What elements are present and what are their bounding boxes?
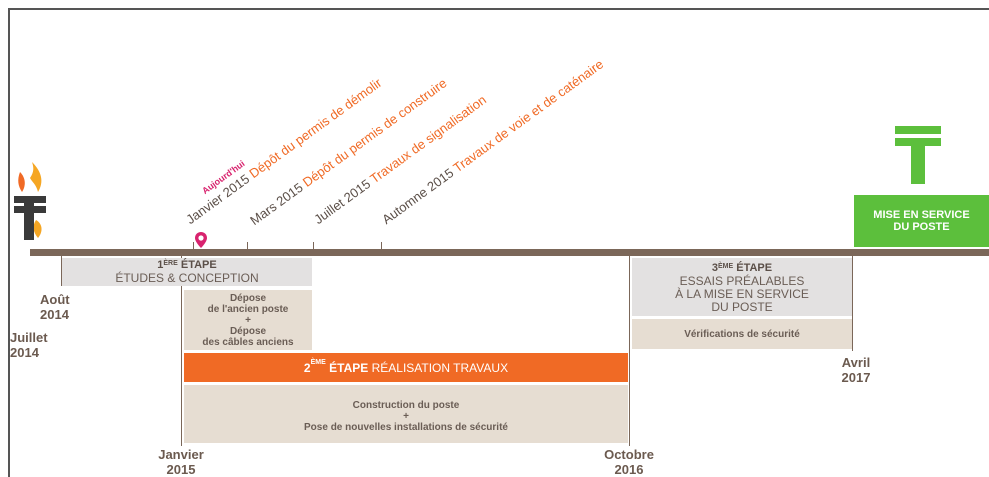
date-month: Janvier [158, 447, 204, 462]
construction-box: Construction du poste + Pose de nouvelle… [184, 385, 628, 443]
construction-line: Pose de nouvelles installations de sécur… [304, 422, 508, 433]
depose-line: Dépose [229, 293, 267, 304]
mise-en-service-line: MISE EN SERVICE [873, 209, 970, 221]
stage-1-subtitle: ÉTUDES & CONCEPTION [115, 271, 259, 285]
date-month: Août [40, 292, 70, 307]
stage-3-line: DU POSTE [711, 300, 773, 314]
milestone-event: Travaux de voie et de caténaire [450, 56, 607, 176]
verifications-label: Vérifications de sécurité [684, 329, 800, 340]
date-month: Octobre [604, 447, 654, 462]
milestone-event: Travaux de signalisation [367, 92, 489, 187]
date-month: Avril [841, 355, 871, 370]
date-year: 2015 [166, 462, 196, 477]
stage-1-title: 1ÈRE ÉTAPE [62, 259, 312, 272]
stage-3-line: À LA MISE EN SERVICE [675, 287, 809, 301]
timeline-axis [30, 249, 989, 256]
date-year: 2016 [614, 462, 644, 477]
construction-line: Construction du poste [352, 400, 460, 411]
timeline-tick [381, 242, 382, 250]
construction-plus: + [403, 411, 409, 422]
date-janvier-2015: Janvier 2015 [152, 447, 210, 477]
verifications-box: Vérifications de sécurité [632, 319, 852, 349]
stage-ordinal: ÈME [310, 359, 326, 366]
stage-number: 2 [303, 361, 311, 375]
depose-plus: + [245, 315, 251, 326]
date-year: 2017 [841, 370, 871, 385]
milestone-date: Juillet 2015 [311, 176, 374, 227]
stage-number: 1 [157, 259, 164, 271]
stage-2-subtitle: RÉALISATION TRAVAUX [371, 361, 509, 375]
mise-en-service-box: MISE EN SERVICE DU POSTE [854, 195, 989, 247]
milestone-date: Mars 2015 [247, 179, 306, 228]
new-post-icon [895, 126, 941, 184]
stage-ordinal: ÈME [718, 263, 734, 270]
timeline-tick [193, 242, 194, 250]
timeline-tick [247, 242, 248, 250]
old-post-flame-icon [14, 162, 46, 240]
stage-word: ÉTAPE [329, 361, 369, 375]
depose-line: de l'ancien poste [207, 304, 289, 315]
stage-3-title: 3ÈME ÉTAPE [632, 262, 852, 275]
stage-3-box: 3ÈME ÉTAPE ESSAIS PRÉALABLES À LA MISE E… [632, 258, 852, 316]
stage-2-box: 2ÈME ÉTAPE RÉALISATION TRAVAUX [184, 353, 628, 382]
depose-box: Dépose de l'ancien poste + Dépose des câ… [184, 290, 312, 350]
frame-top-border [8, 8, 989, 10]
location-pin-icon [195, 232, 207, 248]
stage-word: ÉTAPE [180, 259, 217, 271]
date-avril-2017: Avril 2017 [834, 355, 878, 385]
date-year: 2014 [40, 307, 69, 322]
date-juillet-2014: Juillet 2014 [10, 330, 48, 360]
stage-number: 3 [711, 262, 719, 274]
date-octobre-2016: Octobre 2016 [596, 447, 662, 477]
stage-3-line: ESSAIS PRÉALABLES [679, 274, 805, 288]
date-line-avril-2017 [852, 256, 853, 351]
depose-line: des câbles anciens [202, 337, 294, 348]
depose-line: Dépose [229, 326, 267, 337]
date-line-aout-2014 [61, 256, 62, 286]
mise-en-service-line: DU POSTE [893, 221, 950, 233]
stage-ordinal: ÈRE [163, 260, 178, 267]
date-month: Juillet [10, 330, 48, 345]
date-year: 2014 [10, 345, 39, 360]
frame-left-border [8, 8, 10, 477]
date-aout-2014: Août 2014 [40, 292, 70, 322]
date-line-janvier-2015 [181, 256, 182, 446]
stage-1-box: 1ÈRE ÉTAPE ÉTUDES & CONCEPTION [62, 258, 312, 286]
date-line-octobre-2016 [629, 256, 630, 446]
timeline-tick [313, 242, 314, 250]
stage-word: ÉTAPE [736, 262, 773, 274]
